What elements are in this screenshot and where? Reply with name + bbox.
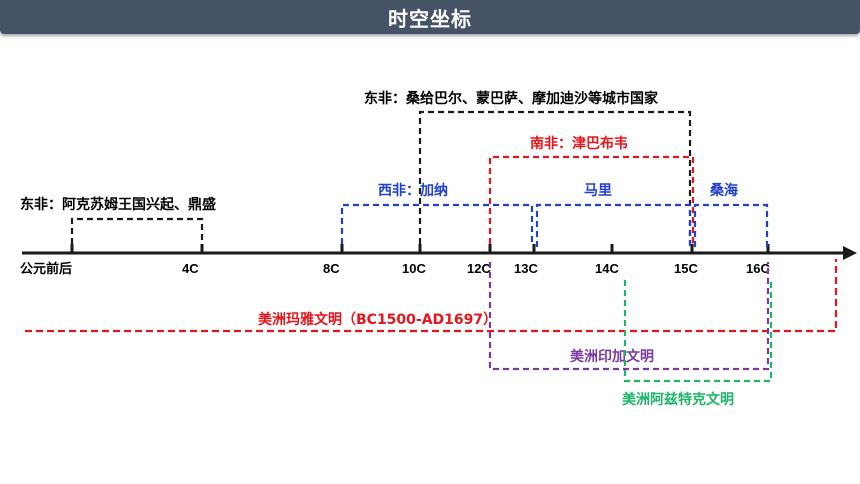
tick-label-4c: 4C bbox=[182, 261, 199, 276]
span-ghana-bracket bbox=[340, 203, 534, 244]
span-east-city-states-label: 东非：桑给巴尔、蒙巴萨、摩加迪沙等城市国家 bbox=[364, 90, 659, 107]
span-maya-label: 美洲玛雅文明（BC1500-AD1697） bbox=[258, 311, 497, 328]
span-aztec-label: 美洲阿兹特克文明 bbox=[622, 391, 734, 408]
span-songhai-label: 桑海 bbox=[710, 182, 738, 199]
span-songhai-bracket bbox=[693, 203, 769, 247]
tick-label-origin: 公元前后 bbox=[20, 261, 72, 276]
tick-label-15c: 15C bbox=[674, 261, 698, 276]
span-inca-label: 美洲印加文明 bbox=[570, 348, 654, 365]
span-axum-bracket bbox=[70, 217, 204, 244]
tick-label-10c: 10C bbox=[402, 261, 426, 276]
span-mali-label: 马里 bbox=[584, 183, 612, 199]
span-zimbabwe-label: 南非：津巴布韦 bbox=[530, 135, 628, 152]
header-bar: 时空坐标 bbox=[0, 0, 860, 34]
span-inca-bracket bbox=[488, 262, 770, 371]
tick-label-14c: 14C bbox=[595, 261, 619, 276]
span-axum-label: 东非：阿克苏姆王国兴起、鼎盛 bbox=[20, 196, 216, 213]
span-ghana-label: 西非：加纳 bbox=[378, 182, 448, 199]
span-mali-bracket bbox=[535, 203, 692, 247]
tick-label-12c: 12C bbox=[467, 261, 491, 276]
tick-label-13c: 13C bbox=[514, 261, 538, 276]
span-east-city-states-bracket bbox=[418, 110, 692, 244]
tick-label-8c: 8C bbox=[323, 261, 340, 276]
axis-arrow-icon bbox=[843, 246, 857, 260]
tick-label-16c: 16C bbox=[746, 261, 770, 276]
span-zimbabwe-bracket bbox=[488, 155, 695, 244]
page-title: 时空坐标 bbox=[388, 7, 472, 31]
span-maya-bracket bbox=[25, 259, 838, 333]
span-aztec-bracket bbox=[623, 280, 773, 383]
